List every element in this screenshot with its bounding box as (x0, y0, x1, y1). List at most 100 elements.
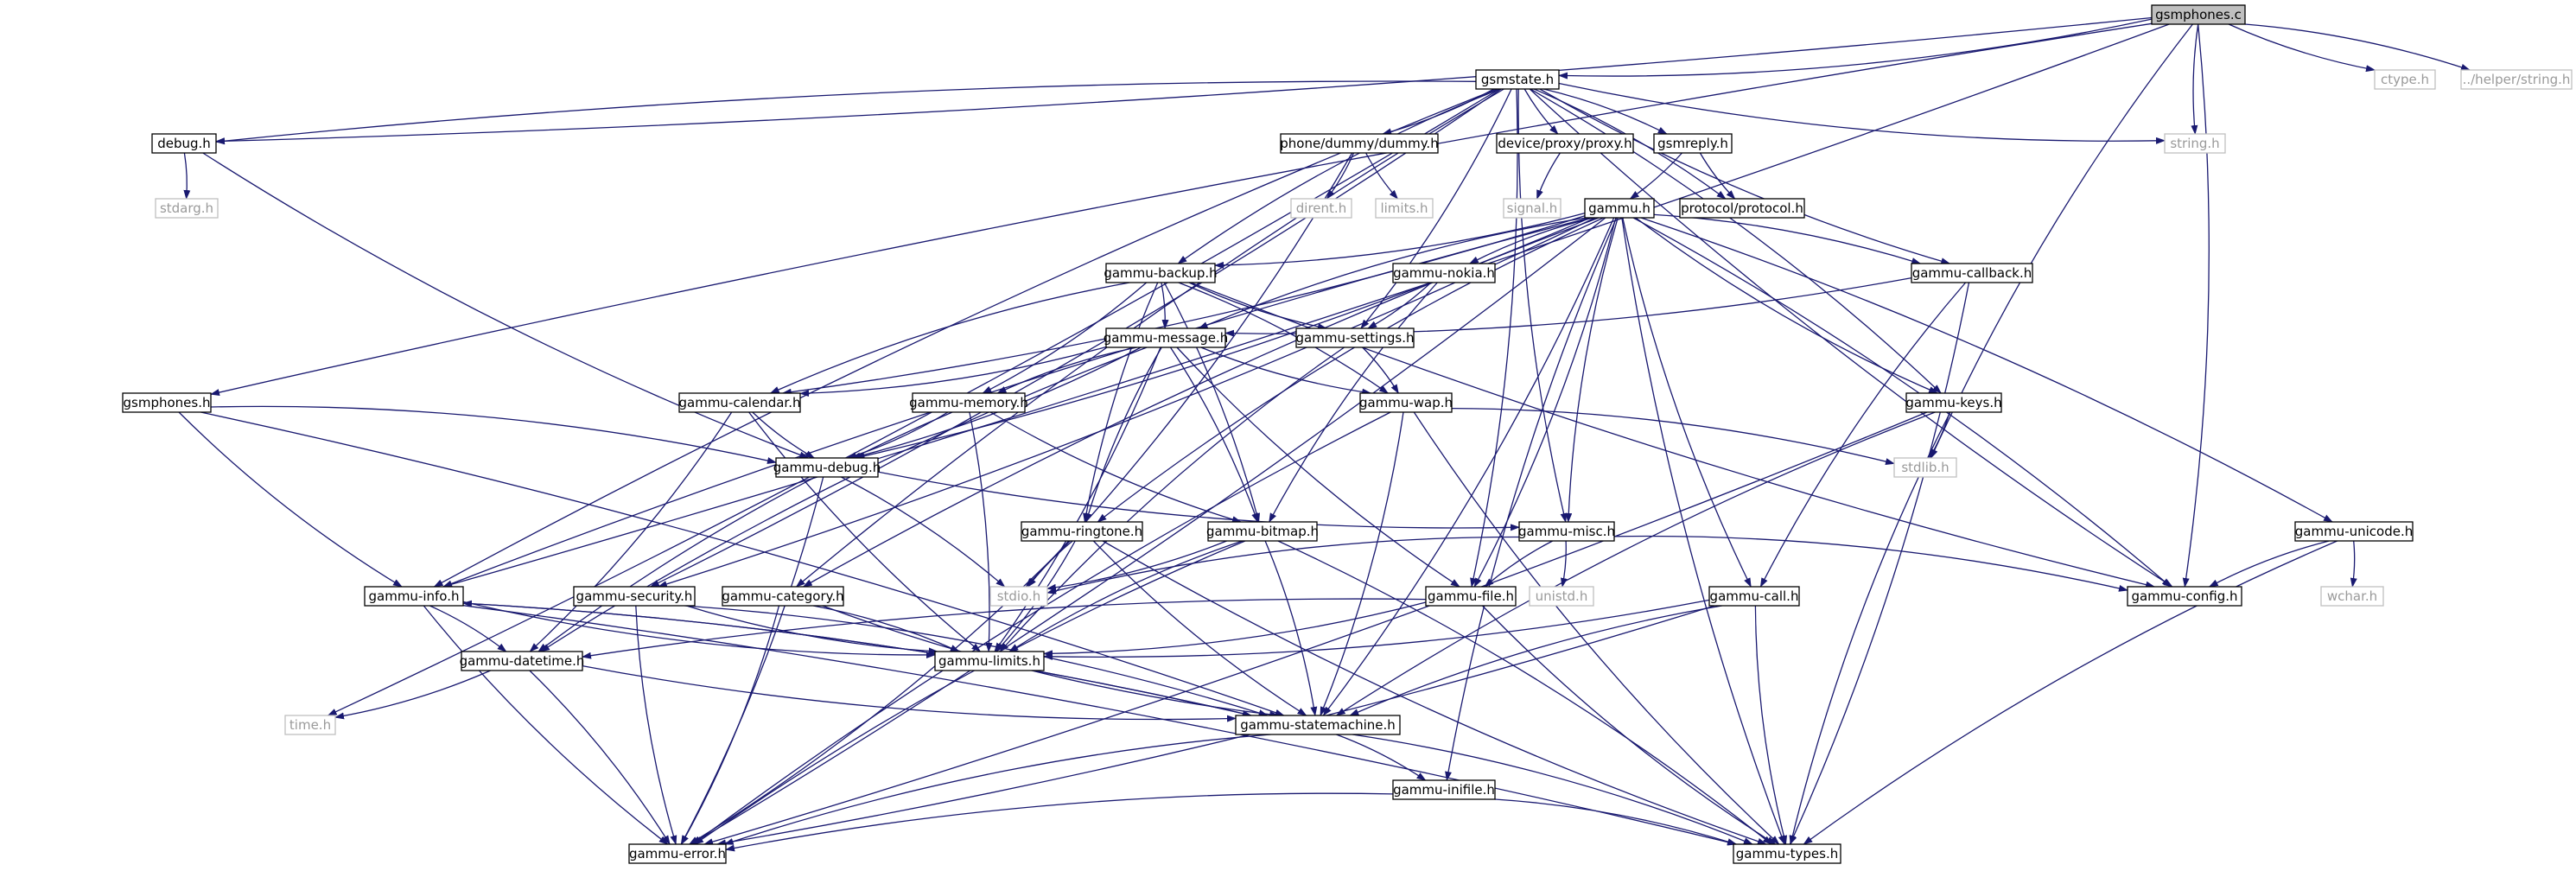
edge-gsmstate_h-to-string_h (1558, 82, 2166, 144)
node-phone-dummy-h[interactable]: phone/dummy/dummy.h (1280, 133, 1439, 154)
edge-gammu_calendar_h-to-gammu_debug_h (752, 411, 816, 459)
edge-debug_h-to-stdarg_h (183, 152, 191, 200)
edge-gammu_h-to-gammu_misc_h (1565, 217, 1619, 523)
node-gammu-inifile-h[interactable]: gammu-inifile.h (1392, 779, 1496, 800)
node-gammu-h[interactable]: gammu.h (1584, 198, 1655, 219)
node-label: dirent.h (1296, 200, 1346, 216)
node-gammu-backup-h[interactable]: gammu-backup.h (1104, 263, 1218, 283)
node-gammu-file-h[interactable]: gammu-file.h (1425, 586, 1517, 607)
node-gammu-datetime-h[interactable]: gammu-datetime.h (460, 651, 585, 671)
node-box (1105, 327, 1226, 348)
node-box (1733, 843, 1841, 864)
node-helper-string-h: ../helper/string.h (2460, 69, 2573, 90)
node-box (934, 651, 1045, 671)
node-gammu-call-h[interactable]: gammu-call.h (1708, 586, 1800, 607)
node-box (1679, 198, 1805, 219)
node-gsmstate-h[interactable]: gsmstate.h (1475, 69, 1560, 90)
node-label: gammu-datetime.h (460, 653, 585, 669)
node-gammu-calendar-h[interactable]: gammu-calendar.h (678, 392, 801, 413)
edge-debug_h-to-gammu_debug_h (202, 152, 810, 459)
node-box (1503, 198, 1562, 219)
node-gammu-info-h[interactable]: gammu-info.h (364, 586, 464, 607)
node-box (1653, 133, 1733, 154)
edge-gammu_h-to-gammu_calendar_h (781, 215, 1586, 396)
node-debug-h[interactable]: debug.h (151, 133, 217, 154)
node-label: debug.h (157, 136, 211, 151)
node-label: gammu-nokia.h (1393, 265, 1495, 281)
node-box (1359, 392, 1453, 413)
node-gammu-ringtone-h[interactable]: gammu-ringtone.h (1021, 521, 1143, 542)
node-signal-h: signal.h (1503, 198, 1562, 219)
node-gammu-memory-h[interactable]: gammu-memory.h (909, 392, 1028, 413)
node-gammu-misc-h[interactable]: gammu-misc.h (1518, 521, 1615, 542)
node-gammu-callback-h[interactable]: gammu-callback.h (1911, 263, 2033, 283)
edge-gammu_h-to-gammu_ringtone_h (1097, 217, 1604, 523)
edge-gammu_bitmap_h-to-gammu_error_h (694, 540, 1246, 845)
edge-gammu_file_h-to-gammu_limits_h (1043, 601, 1427, 658)
node-gammu-wap-h[interactable]: gammu-wap.h (1359, 392, 1453, 413)
node-label: gammu-ringtone.h (1021, 524, 1142, 539)
edge-gammu_bitmap_h-to-stdio_h (1046, 540, 1227, 591)
node-box (1392, 263, 1496, 283)
node-label: gammu.h (1588, 200, 1651, 216)
node-gsmreply-h[interactable]: gsmreply.h (1653, 133, 1733, 154)
node-box (461, 651, 583, 671)
node-box (2294, 521, 2414, 542)
node-gammu-category-h[interactable]: gammu-category.h (722, 586, 844, 607)
node-gammu-nokia-h[interactable]: gammu-nokia.h (1392, 263, 1496, 283)
edge-gammu_info_h-to-gammu_types_h (462, 605, 1738, 846)
node-gammu-statemachine-h[interactable]: gammu-statemachine.h (1235, 715, 1401, 735)
node-box (2460, 69, 2573, 90)
node-label: gammu-message.h (1104, 330, 1229, 346)
node-label: gammu-memory.h (909, 395, 1028, 410)
edge-gsmstate_h-to-gammu_file_h (1470, 88, 1518, 588)
edge-gammu_calendar_h-to-gammu_limits_h (748, 411, 982, 652)
node-gammu-security-h[interactable]: gammu-security.h (573, 586, 696, 607)
node-label: time.h (289, 717, 331, 733)
node-gsmphones-c[interactable]: gsmphones.c (2151, 4, 2246, 25)
node-box (1392, 779, 1496, 800)
node-gammu-settings-h[interactable]: gammu-settings.h (1295, 327, 1415, 348)
node-gammu-unicode-h[interactable]: gammu-unicode.h (2294, 521, 2414, 542)
edge-gammu_callback_h-to-gammu_types_h (1789, 282, 1970, 845)
node-gammu-error-h[interactable]: gammu-error.h (628, 843, 727, 864)
node-label: gsmphones.h (124, 395, 211, 410)
edge-gammu_keys_h-to-gammu_statemachine_h (1335, 411, 1936, 716)
node-string-h: string.h (2164, 133, 2226, 154)
node-gammu-debug-h[interactable]: gammu-debug.h (773, 457, 881, 478)
node-label: gammu-error.h (629, 846, 726, 861)
node-gammu-limits-h[interactable]: gammu-limits.h (934, 651, 1045, 671)
node-gsmphones-h[interactable]: gsmphones.h (122, 392, 212, 413)
edge-gammu_debug_h-to-gammu_misc_h (877, 471, 1520, 531)
node-gammu-keys-h[interactable]: gammu-keys.h (1905, 392, 2002, 413)
edge-gammu_backup_h-to-gammu_message_h (1161, 282, 1169, 329)
edge-gammu_message_h-to-gammu_file_h (1176, 346, 1460, 588)
node-box (1235, 715, 1401, 735)
node-gammu-config-h[interactable]: gammu-config.h (2127, 586, 2242, 607)
node-device-proxy-h[interactable]: device/proxy/proxy.h (1496, 133, 1634, 154)
node-gammu-message-h[interactable]: gammu-message.h (1104, 327, 1229, 348)
edge-gammu_call_h-to-gammu_limits_h (1043, 599, 1710, 660)
edge-gammu_nokia_h-to-gammu_bitmap_h (1269, 282, 1438, 523)
edge-gsmphones_c-to-helper_string_h (2244, 23, 2471, 71)
node-wchar-h: wchar.h (2320, 586, 2384, 607)
edge-gsmphones_h-to-gammu_info_h (178, 411, 403, 588)
edge-gammu_callback_h-to-gammu_call_h (1759, 282, 1967, 588)
node-stdlib-h: stdlib.h (1893, 457, 1957, 478)
node-gammu-bitmap-h[interactable]: gammu-bitmap.h (1206, 521, 1319, 542)
node-protocol-h[interactable]: protocol/protocol.h (1679, 198, 1805, 219)
node-box (628, 843, 727, 864)
edge-gammu_statemachine_h-to-gammu_types_h (1352, 734, 1753, 845)
node-box (1911, 263, 2033, 283)
node-gammu-types-h[interactable]: gammu-types.h (1733, 843, 1841, 864)
edge-layer (178, 16, 2471, 852)
edge-gammu_inifile_h-to-gammu_error_h (725, 792, 1394, 852)
node-label: gsmphones.c (2155, 7, 2242, 22)
edge-gammu_settings_h-to-gammu_limits_h (999, 346, 1345, 652)
edge-gammu_keys_h-to-gammu_error_h (703, 411, 1928, 846)
node-box (1893, 457, 1957, 478)
node-box (2320, 586, 2384, 607)
edge-gammu_debug_h-to-stdio_h (841, 476, 1006, 588)
node-box (1105, 263, 1216, 283)
